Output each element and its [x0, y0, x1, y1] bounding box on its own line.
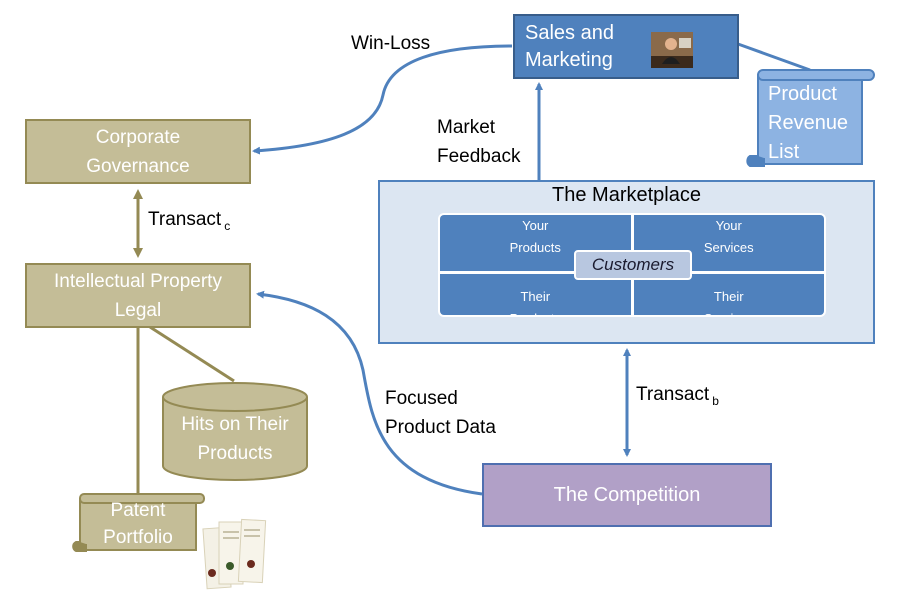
product-revenue-list-line-2: Revenue [768, 112, 849, 134]
hits-line-2: Products [197, 443, 273, 464]
focused-product-data-label: Focused Product Data [385, 384, 496, 442]
focused-product-data-line-1: Focused [385, 388, 458, 409]
market-feedback-line-2: Feedback [437, 146, 521, 167]
focused-product-data-line-2: Product Data [385, 417, 496, 438]
transact-b-subscript: b [712, 394, 719, 408]
sales-marketing-line-2: Marketing [525, 48, 613, 71]
product-revenue-list-scroll [746, 69, 875, 167]
patent-certificate-icon [202, 518, 267, 590]
hits-on-their-products: Hits on Their Products [163, 410, 307, 468]
patent-portfolio-scroll [72, 493, 205, 552]
ip-legal-box: Intellectual Property Legal [25, 263, 251, 328]
corporate-governance-line-2: Governance [86, 155, 190, 177]
patent-portfolio: Patent Portfolio [82, 497, 194, 551]
ip-legal-line-1: Intellectual Property [54, 270, 222, 292]
revenue-list-connector [737, 42, 811, 72]
hits-database-cylinder [162, 382, 308, 481]
focused-product-data-connector [256, 290, 483, 496]
sales-marketing-line-1: Sales and [525, 21, 614, 44]
patent-portfolio-line-2: Portfolio [103, 527, 173, 548]
quadrant-their-products: Their Products [440, 274, 631, 315]
competition-label: The Competition [553, 483, 701, 506]
ip-legal-line-2: Legal [114, 299, 162, 321]
win-loss-label: Win-Loss [351, 33, 431, 54]
market-feedback-line-1: Market [437, 117, 496, 138]
marketplace-box: The Marketplace Your Products Your Servi… [378, 180, 875, 344]
competition-box: The Competition [482, 463, 772, 527]
product-revenue-list: Product Revenue List [768, 80, 848, 167]
transact-b-text: Transact [636, 384, 710, 405]
transact-c-text: Transact [148, 209, 222, 230]
patent-portfolio-line-1: Patent [110, 500, 166, 521]
business-person-photo-icon [651, 32, 693, 68]
marketplace-title: The Marketplace [552, 184, 701, 206]
product-revenue-list-line-1: Product [768, 83, 837, 105]
quadrant-their-services: Their Services [633, 274, 824, 315]
sales-marketing-box: Sales and Marketing [513, 14, 739, 79]
customers-label: Customers [574, 250, 692, 280]
win-loss-connector [252, 44, 513, 155]
transact-c-subscript: c [224, 219, 231, 233]
hits-line-1: Hits on Their [181, 414, 289, 435]
corporate-governance-box: Corporate Governance [25, 119, 251, 184]
market-feedback-label: Market Feedback [437, 113, 520, 171]
product-revenue-list-line-3: List [768, 141, 800, 163]
hits-database-connector [149, 325, 235, 383]
corporate-governance-line-1: Corporate [95, 126, 181, 148]
